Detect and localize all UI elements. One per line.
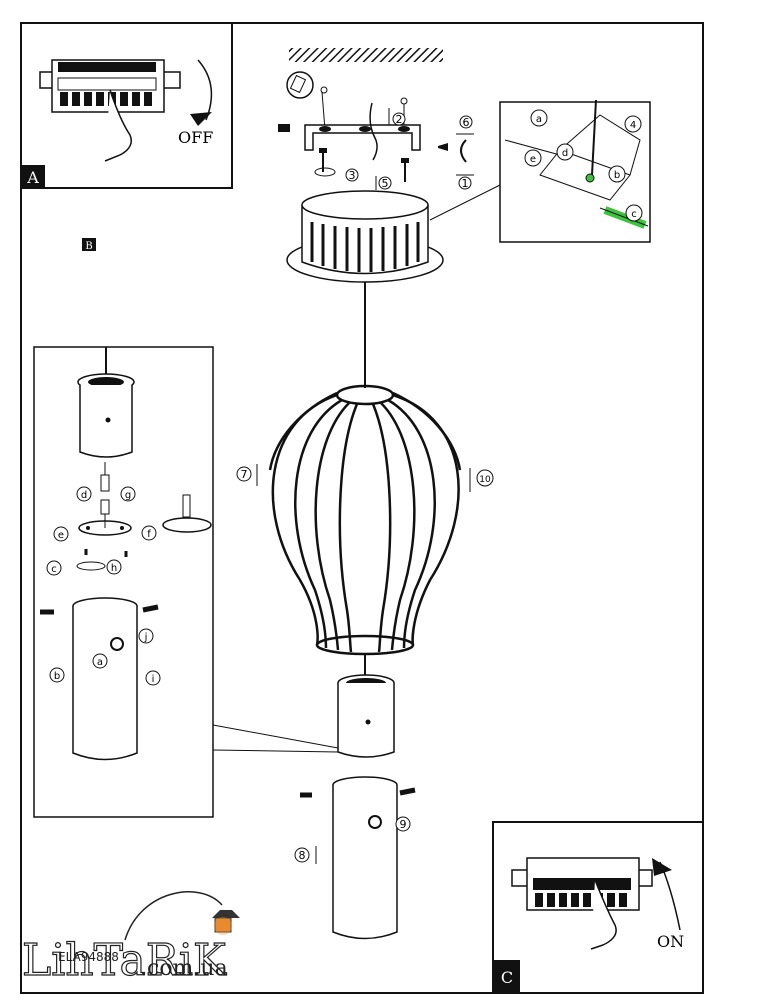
conn-e: e — [530, 154, 536, 165]
sub-a: a — [97, 657, 103, 668]
step-9: 9 — [400, 818, 407, 831]
step-7: 7 — [241, 468, 248, 481]
sub-d: d — [81, 490, 87, 501]
conn-a: a — [536, 114, 542, 125]
canopy — [286, 190, 444, 283]
conn-d: d — [562, 148, 568, 159]
step-8: 8 — [299, 849, 306, 862]
rotate-arrow-icon — [460, 139, 467, 163]
breaker-icon — [39, 59, 181, 113]
lantern-icon — [212, 910, 240, 918]
panel-a: A OFF — [20, 22, 233, 189]
conn-c: c — [631, 209, 637, 220]
green-terminal — [585, 173, 595, 183]
step-4: 4 — [630, 120, 636, 131]
on-label: ON — [657, 932, 684, 951]
sub-e: e — [58, 530, 64, 541]
product-code: ELA94888 — [58, 950, 119, 964]
hand-icon — [104, 89, 132, 162]
panel-b: d g e f c h a j b i — [33, 346, 339, 818]
watermark-domain: .com.ua — [140, 956, 228, 981]
panel-c-label: C — [501, 968, 513, 987]
panel-c-tag — [493, 960, 520, 993]
hand-on-icon — [590, 879, 617, 950]
step-3: 3 — [349, 169, 356, 182]
outer-frame — [20, 22, 704, 994]
sub-h: h — [111, 563, 117, 574]
panel-b-label: B — [85, 241, 92, 252]
sub-i: i — [152, 674, 155, 685]
step-10: 10 — [479, 475, 491, 485]
watermark-brand: LihTaRiK — [22, 935, 227, 986]
sub-j: j — [144, 632, 148, 643]
watermark: LihTaRiK .com.ua ELA94888 — [21, 891, 240, 987]
step-2: 2 — [396, 113, 403, 126]
step-5: 5 — [382, 177, 389, 190]
sub-c: c — [51, 564, 57, 575]
sub-b: b — [54, 671, 60, 682]
panel-c: C ON — [492, 821, 704, 994]
ceiling-hatch — [289, 48, 443, 62]
breaker-on-icon — [511, 857, 653, 911]
step-6: 6 — [463, 116, 470, 129]
sub-g: g — [125, 490, 131, 501]
mounting-bracket — [304, 124, 421, 151]
screw-left-icon — [278, 124, 290, 132]
step-1: 1 — [462, 177, 469, 190]
panel-b-tag — [82, 238, 96, 251]
lamp-holder — [337, 674, 395, 758]
panel-a-tag — [21, 165, 45, 188]
screw-right-icon — [438, 143, 448, 151]
connector-detail: a b c d e 4 — [429, 99, 651, 243]
cage-shade — [268, 384, 462, 656]
panel-a-label: A — [26, 168, 39, 187]
glass-tube — [300, 776, 416, 940]
conn-b: b — [614, 170, 620, 181]
sub-f: f — [147, 529, 151, 540]
screw-3-icon — [319, 148, 327, 153]
off-label: OFF — [178, 128, 213, 147]
